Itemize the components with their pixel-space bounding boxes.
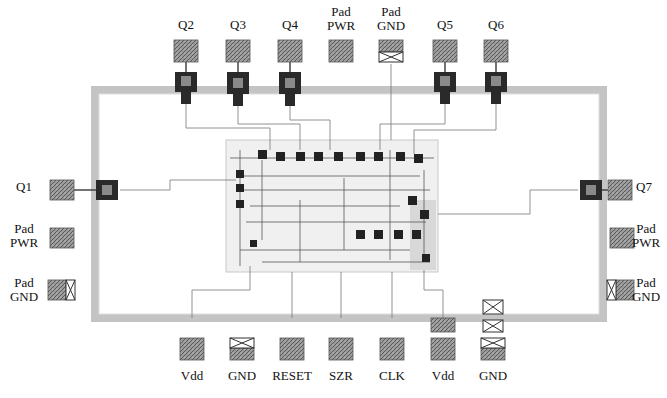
pin-label: Pad GND — [630, 276, 662, 304]
pin-label: Q4 — [282, 18, 298, 32]
pin-label: Pad GND — [8, 276, 40, 304]
pin-label: GND — [228, 369, 256, 383]
pin-label: Q1 — [16, 180, 32, 194]
pin-label: Pad GND — [375, 5, 407, 33]
pin-label: Pad PWR — [630, 222, 662, 250]
pin-label: Pad PWR — [325, 5, 357, 33]
pin-label: GND — [479, 369, 507, 383]
pin-label: CLK — [379, 369, 405, 383]
pin-label: Q7 — [636, 180, 652, 194]
pin-label: Q2 — [178, 18, 194, 32]
pin-label: Vdd — [432, 369, 454, 383]
pin-label: Q6 — [488, 18, 504, 32]
pin-label: Q5 — [437, 18, 453, 32]
pin-label: Q3 — [230, 18, 246, 32]
pin-label: SZR — [329, 369, 353, 383]
pin-label: Pad PWR — [8, 222, 40, 250]
pin-label: Vdd — [181, 369, 203, 383]
pin-label: RESET — [272, 369, 312, 383]
